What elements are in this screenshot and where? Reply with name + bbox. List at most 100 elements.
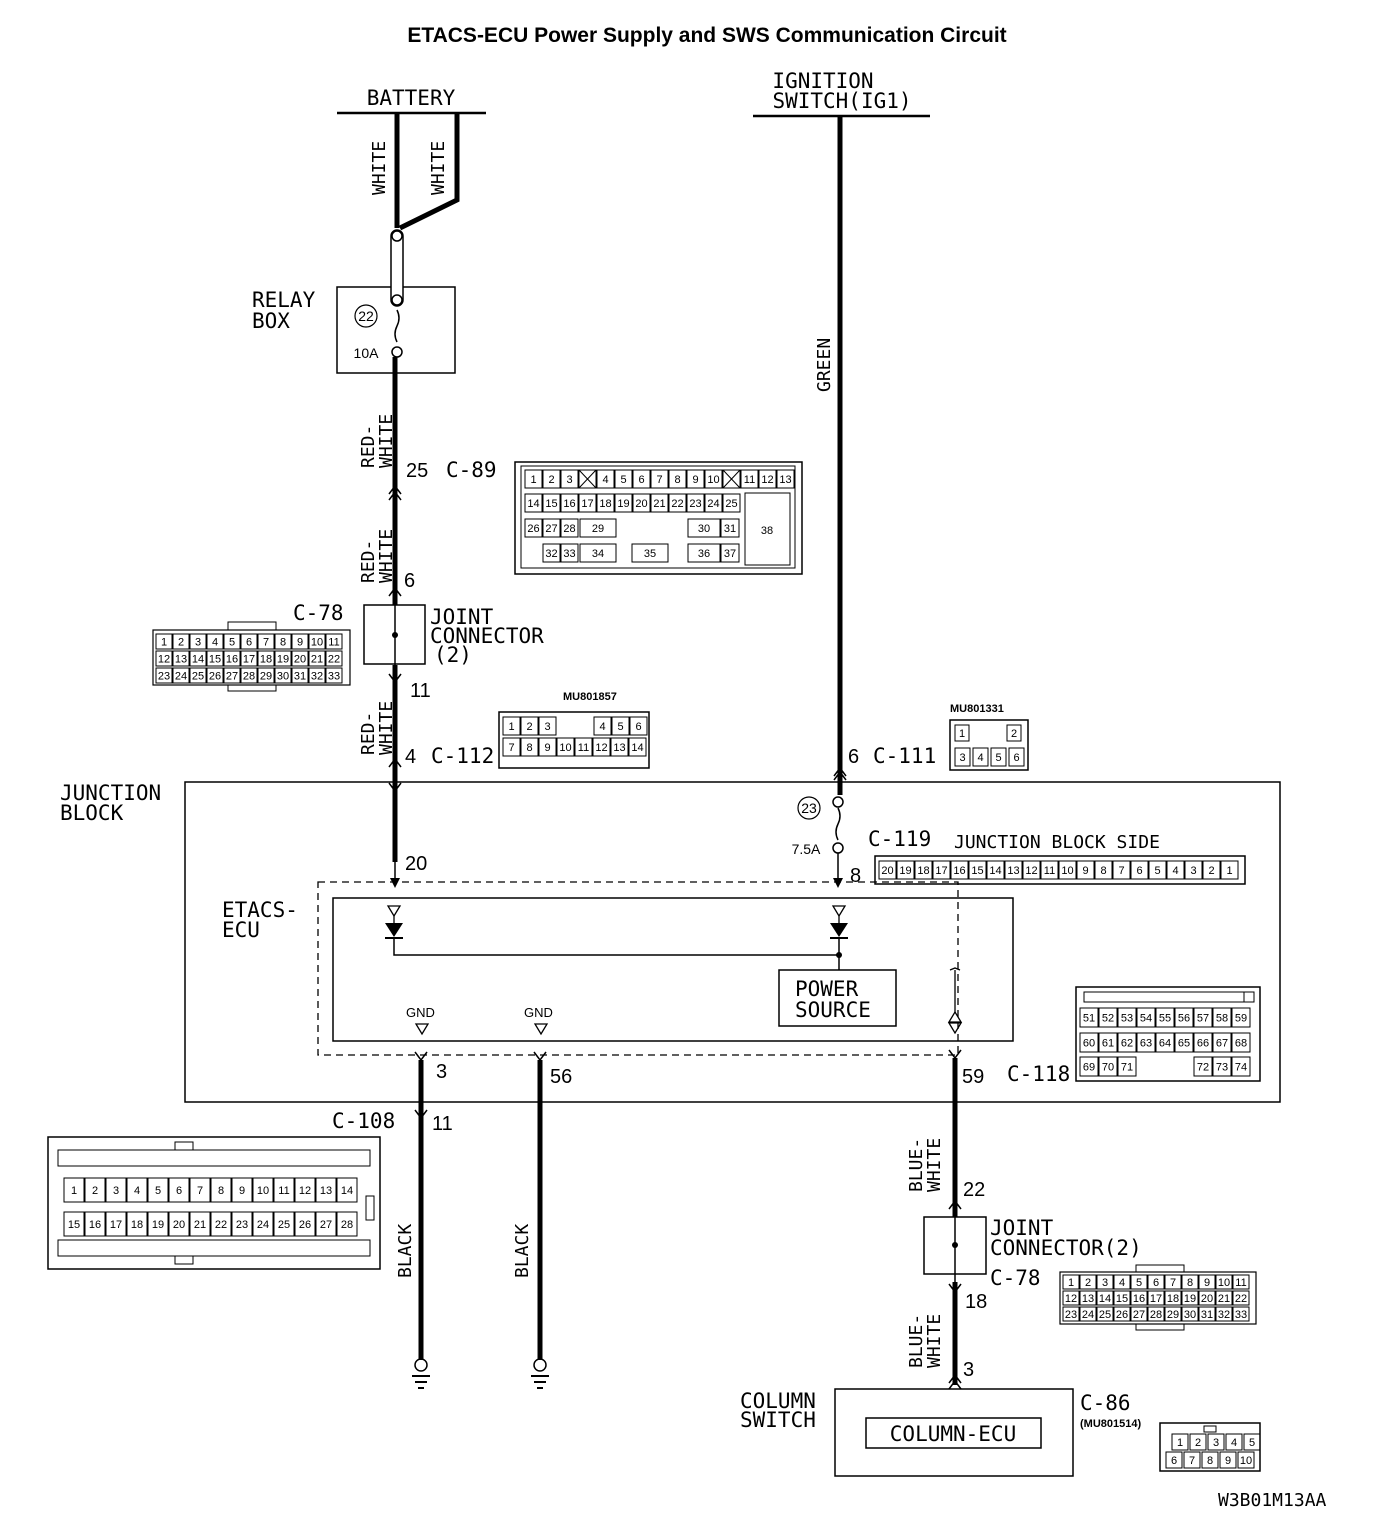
c78-bottom-pin: 23 bbox=[1065, 1309, 1077, 1321]
c86-cell bbox=[1207, 1433, 1225, 1451]
c108-cell bbox=[273, 1177, 295, 1203]
c108-pin: 10 bbox=[257, 1185, 269, 1197]
c108-cell bbox=[147, 1177, 169, 1203]
pin-6-c111: 6 bbox=[848, 746, 859, 768]
pin-59: 59 bbox=[962, 1066, 984, 1088]
c119-pin: 14 bbox=[989, 865, 1001, 877]
c118-cell bbox=[1212, 1056, 1232, 1077]
c89-pin: 26 bbox=[527, 523, 539, 535]
c89-cell bbox=[578, 469, 597, 489]
c108-cell bbox=[168, 1211, 190, 1237]
c119-cell bbox=[878, 860, 897, 880]
c119-cell bbox=[968, 860, 987, 880]
c78-bottom-pin: 19 bbox=[1184, 1293, 1196, 1305]
c78-bottom-cell bbox=[1147, 1306, 1165, 1322]
c118-pin: 52 bbox=[1102, 1013, 1114, 1025]
c89-cell bbox=[686, 493, 705, 513]
junction-block-label-2: BLOCK bbox=[60, 801, 124, 825]
c89-pin: 22 bbox=[671, 498, 683, 510]
c78-bottom-pin: 30 bbox=[1184, 1309, 1196, 1321]
c89-pin: 6 bbox=[638, 474, 644, 486]
c78-bottom-pin: 6 bbox=[1153, 1277, 1159, 1289]
c112-cell bbox=[502, 716, 521, 736]
c78-top-pin: 3 bbox=[195, 637, 201, 649]
c108-pin: 15 bbox=[68, 1219, 80, 1231]
c112-pin: 4 bbox=[599, 721, 605, 733]
c119-pin: 1 bbox=[1226, 865, 1232, 877]
c119-pin: 16 bbox=[953, 865, 965, 877]
c108-cell bbox=[252, 1211, 274, 1237]
c89-cell bbox=[578, 493, 597, 513]
c89-cell bbox=[722, 469, 741, 489]
c108-pin: 28 bbox=[341, 1219, 353, 1231]
c108-cell bbox=[252, 1177, 274, 1203]
c111-label: C-111 bbox=[873, 744, 936, 768]
c119-pin: 7 bbox=[1118, 865, 1124, 877]
c118-cell bbox=[1212, 1032, 1232, 1053]
c78-top-cell bbox=[308, 667, 326, 684]
c78-top-pin: 16 bbox=[226, 654, 238, 666]
c78-bottom-pin: 1 bbox=[1068, 1277, 1074, 1289]
c89-pin: 9 bbox=[692, 474, 698, 486]
wire-color-green: GREEN bbox=[814, 338, 835, 392]
c78-top-pin: 1 bbox=[161, 637, 167, 649]
c108-label: C-108 bbox=[332, 1109, 395, 1133]
ignition-label-2: SWITCH(IG1) bbox=[772, 89, 911, 113]
pin-22: 22 bbox=[963, 1179, 985, 1201]
c118-cell bbox=[1193, 1032, 1213, 1053]
c89-cell bbox=[560, 543, 579, 563]
c78-bottom-pin: 11 bbox=[1235, 1277, 1246, 1289]
c78-bottom-cell bbox=[1198, 1274, 1216, 1290]
c78-top-pin: 19 bbox=[277, 654, 289, 666]
relay-box: RELAY BOX 22 7.5A 10A bbox=[252, 286, 456, 374]
c118-cell bbox=[1193, 1056, 1213, 1077]
c78-bottom-pin: 17 bbox=[1150, 1293, 1162, 1305]
c108-pin: 9 bbox=[239, 1185, 245, 1197]
c112-pin: 5 bbox=[617, 721, 623, 733]
c111-cell bbox=[954, 747, 971, 767]
c108-pin: 20 bbox=[173, 1219, 185, 1231]
column-switch: COLUMN-ECU COLUMN SWITCH C-86 (MU801514) bbox=[740, 1388, 1141, 1477]
c78-top-pin: 4 bbox=[212, 637, 218, 649]
c118-cell bbox=[1193, 1007, 1213, 1028]
c78-top-pin: 11 bbox=[328, 637, 339, 649]
c89-pin: 7 bbox=[656, 474, 662, 486]
c89-cell bbox=[632, 493, 651, 513]
c89-cell bbox=[686, 469, 705, 489]
c89-pin: 27 bbox=[545, 523, 557, 535]
c78-bottom-cell bbox=[1062, 1290, 1080, 1306]
wire-color-black-2: BLACK bbox=[512, 1224, 533, 1278]
c89-pin: 32 bbox=[545, 548, 557, 560]
c89-cell bbox=[542, 469, 561, 489]
wire-red-white-a1: RED- bbox=[358, 425, 379, 468]
c78-top-pin: 20 bbox=[294, 654, 306, 666]
c86-cell bbox=[1183, 1451, 1201, 1469]
ignition-source: IGNITION SWITCH(IG1) bbox=[753, 69, 930, 118]
c118-cell bbox=[1212, 1007, 1232, 1028]
c78-bottom-pin: 22 bbox=[1235, 1293, 1247, 1305]
c119-pin: 5 bbox=[1154, 865, 1160, 877]
c78-top-cell bbox=[189, 667, 207, 684]
c78-top-pin: 8 bbox=[280, 637, 286, 649]
etacs-label-1: ETACS- bbox=[222, 898, 298, 922]
c86-cell bbox=[1189, 1433, 1207, 1451]
wire-color-white-2: WHITE bbox=[428, 141, 449, 195]
c108-pin: 23 bbox=[236, 1219, 248, 1231]
c112-cell bbox=[611, 716, 630, 736]
c118-cell bbox=[1231, 1032, 1251, 1053]
c89-cell bbox=[720, 543, 740, 563]
c119-label: C-119 bbox=[868, 827, 931, 851]
c108-pin: 11 bbox=[278, 1185, 289, 1197]
c108-pin: 3 bbox=[113, 1185, 119, 1197]
c89-pin: 20 bbox=[635, 498, 647, 510]
c118-cell bbox=[1231, 1056, 1251, 1077]
c112-pin: 1 bbox=[508, 721, 514, 733]
c118-cell bbox=[1079, 1007, 1099, 1028]
c108-cell bbox=[105, 1211, 127, 1237]
c119-cell bbox=[986, 860, 1005, 880]
pin-18: 18 bbox=[965, 1291, 987, 1313]
c118-pin: 61 bbox=[1102, 1038, 1114, 1050]
c112-pin: 9 bbox=[544, 742, 550, 754]
c78-top-pin: 25 bbox=[192, 671, 204, 683]
c78-top-pin: 22 bbox=[328, 654, 340, 666]
